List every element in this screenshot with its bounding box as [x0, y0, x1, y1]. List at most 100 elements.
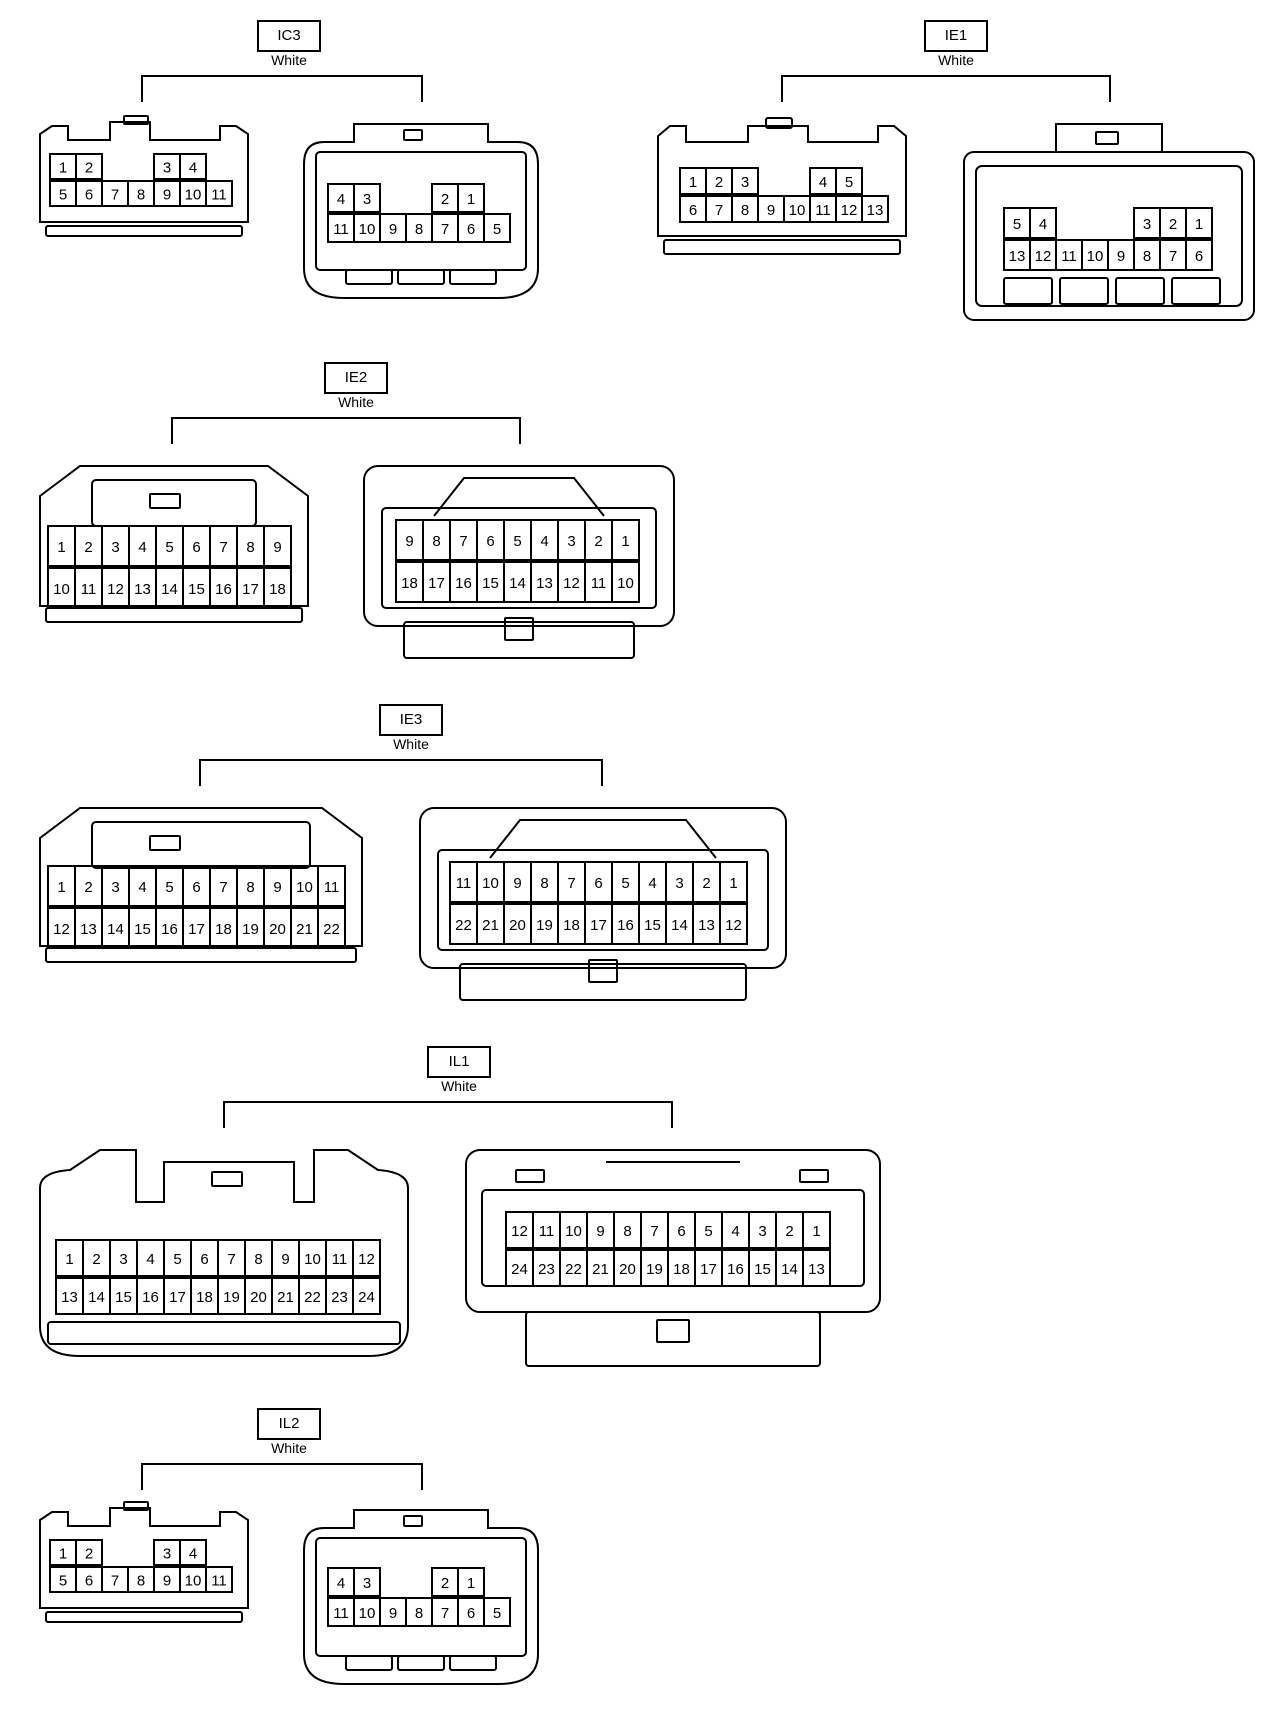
pin-ie1-r-11: 11 — [1061, 248, 1077, 265]
pin-il1-l-16: 16 — [142, 1289, 159, 1306]
housing-outline — [39, 121, 249, 223]
pin-il1-l-22: 22 — [304, 1289, 321, 1306]
keyway — [345, 1655, 393, 1671]
pin-ie3-l-10: 10 — [296, 879, 313, 896]
pin-ie1-l-9: 9 — [767, 202, 775, 219]
pin-cell — [179, 1539, 207, 1566]
pin-ie2-l-4: 4 — [138, 539, 146, 556]
pin-ie3-l-4: 4 — [138, 879, 146, 896]
pin-ie3-r-6: 6 — [594, 875, 602, 892]
pin-ie3-r-17: 17 — [590, 917, 607, 934]
pin-cell — [352, 1239, 381, 1277]
empty-cavity — [102, 1540, 128, 1565]
color-ie2: White — [338, 394, 374, 410]
pin-cell — [263, 567, 292, 609]
lock-ramp — [489, 819, 717, 859]
latch — [656, 1319, 690, 1343]
pin-ie2-r-16: 16 — [455, 575, 472, 592]
pin-ie3-r-19: 19 — [536, 917, 553, 934]
pin-ie1-r-8: 8 — [1143, 248, 1151, 265]
pin-cell — [835, 167, 863, 195]
pin-ie3-r-16: 16 — [617, 917, 634, 934]
pin-ie2-l-3: 3 — [111, 539, 119, 556]
pin-ie2-r-11: 11 — [591, 575, 607, 592]
latch-frame — [1055, 123, 1163, 152]
bracket — [199, 759, 603, 786]
keyway — [345, 269, 393, 285]
pin-cell — [719, 861, 748, 903]
bracket — [223, 1101, 673, 1128]
pin-il1-l-11: 11 — [332, 1251, 348, 1268]
pin-ie3-r-14: 14 — [671, 917, 688, 934]
pin-il2-l-10: 10 — [185, 1573, 202, 1590]
pin-ie3-l-3: 3 — [111, 879, 119, 896]
pin-ie3-l-1: 1 — [57, 879, 65, 896]
pin-ie2-r-18: 18 — [401, 575, 418, 592]
keyway — [1171, 277, 1221, 305]
pin-ie1-r-4: 4 — [1039, 216, 1047, 233]
pin-ie2-l-6: 6 — [192, 539, 200, 556]
pin-il2-l-6: 6 — [85, 1573, 93, 1590]
housing-outline — [39, 465, 309, 607]
pin-ie3-l-5: 5 — [165, 879, 173, 896]
pin-il1-l-5: 5 — [173, 1251, 181, 1268]
pin-cell — [317, 865, 346, 907]
pin-cell — [457, 1567, 485, 1597]
keyway — [397, 269, 445, 285]
pin-ie3-l-6: 6 — [192, 879, 200, 896]
pin-cell — [1029, 207, 1057, 239]
pin-il1-r-18: 18 — [673, 1261, 690, 1278]
pin-il2-l-5: 5 — [59, 1573, 67, 1590]
pin-ie3-l-19: 19 — [242, 921, 259, 938]
pin-il1-r-16: 16 — [727, 1261, 744, 1278]
pin-ie2-l-16: 16 — [215, 581, 232, 598]
pin-ic3-r-3: 3 — [363, 191, 371, 208]
pin-il1-l-3: 3 — [119, 1251, 127, 1268]
pin-il1-r-19: 19 — [646, 1261, 663, 1278]
housing-outline — [657, 125, 907, 237]
pin-il1-r-22: 22 — [565, 1261, 582, 1278]
pin-ie3-r-5: 5 — [621, 875, 629, 892]
pin-il2-r-11: 11 — [333, 1605, 349, 1622]
empty-cavity — [1056, 208, 1082, 238]
pin-cell — [205, 180, 233, 207]
pin-cell — [861, 195, 889, 223]
housing-outline — [363, 465, 675, 627]
pin-il2-l-9: 9 — [163, 1573, 171, 1590]
pin-il1-l-14: 14 — [88, 1289, 105, 1306]
pin-il1-r-8: 8 — [623, 1223, 631, 1240]
pin-ic3-l-6: 6 — [85, 187, 93, 204]
pin-il1-l-8: 8 — [254, 1251, 262, 1268]
pin-il1-r-20: 20 — [619, 1261, 636, 1278]
pin-ie3-r-13: 13 — [698, 917, 715, 934]
housing-rail — [45, 225, 243, 237]
pin-cell — [1185, 239, 1213, 271]
pin-ic3-l-3: 3 — [163, 160, 171, 177]
pin-il1-l-17: 17 — [169, 1289, 186, 1306]
pin-il2-l-2: 2 — [85, 1546, 93, 1563]
pin-ie2-l-2: 2 — [84, 539, 92, 556]
color-ic3: White — [271, 52, 307, 68]
pin-il1-l-19: 19 — [223, 1289, 240, 1306]
pin-cell — [317, 907, 346, 949]
pin-ie3-l-18: 18 — [215, 921, 232, 938]
housing-outline — [39, 1507, 249, 1609]
housing-outline — [303, 123, 539, 299]
pin-cell — [483, 213, 511, 243]
pin-il1-r-10: 10 — [565, 1223, 582, 1240]
pin-cell — [457, 183, 485, 213]
pin-cell — [353, 1567, 381, 1597]
pin-ic3-r-10: 10 — [359, 221, 376, 238]
pin-il2-r-5: 5 — [493, 1605, 501, 1622]
pin-ie2-r-13: 13 — [536, 575, 553, 592]
housing-inner — [381, 507, 657, 609]
lock-ramp — [433, 477, 605, 517]
pin-ie3-r-1: 1 — [729, 875, 737, 892]
